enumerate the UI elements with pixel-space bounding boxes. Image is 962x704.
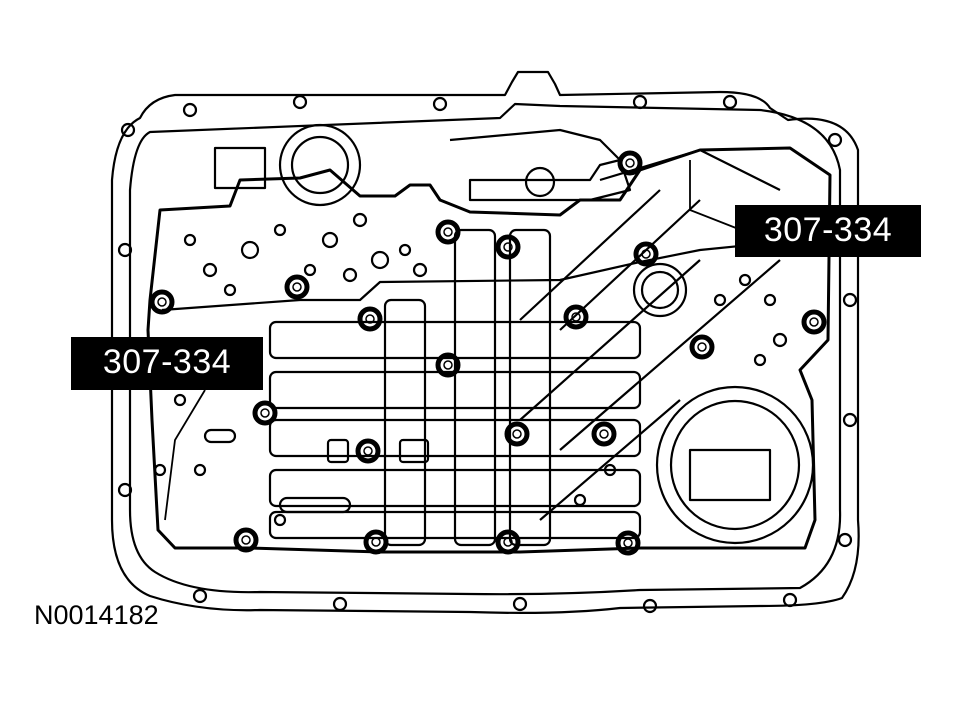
retaining-bolts: [149, 150, 827, 556]
tool-callout-right: 307-334: [735, 205, 921, 257]
case-inner-outline: [128, 102, 842, 596]
leader-lines: [164, 160, 737, 521]
case-outline: [110, 70, 860, 614]
accumulator-bore: [655, 385, 815, 545]
plate-holes: [153, 212, 788, 527]
valve-body-plate: [146, 146, 832, 554]
figure-id: N0014182: [34, 600, 159, 630]
tool-callout-left: 307-334: [71, 337, 263, 390]
